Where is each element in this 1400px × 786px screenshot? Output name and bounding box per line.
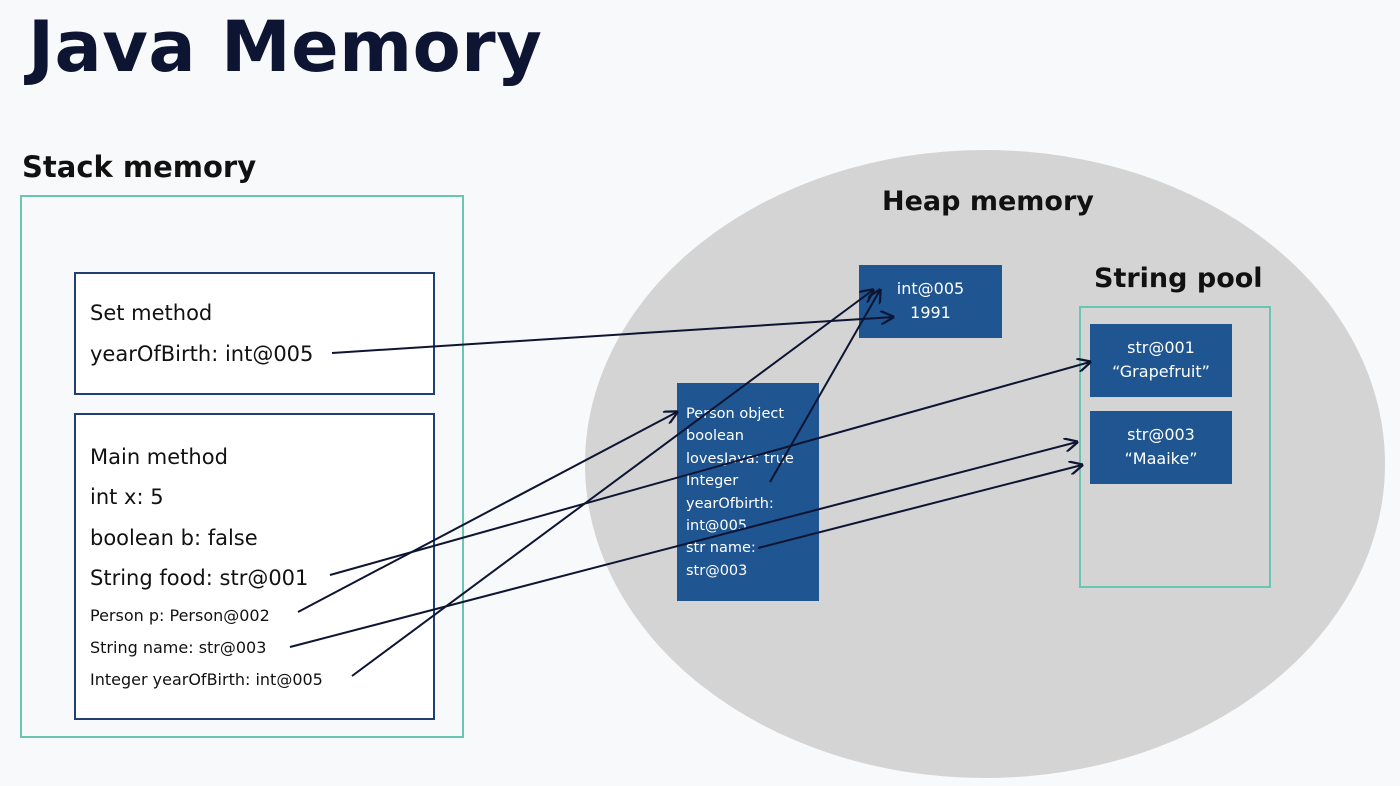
string-pool-ref: str@003 xyxy=(1127,425,1195,444)
string-pool-entry-grapefruit: str@001 “Grapefruit” xyxy=(1090,324,1232,397)
int-object-box: int@005 1991 xyxy=(859,265,1002,338)
string-pool-value: “Grapefruit” xyxy=(1112,362,1210,381)
main-method-var-x: int x: 5 xyxy=(90,485,164,509)
arrow-food-to-grapefruit xyxy=(329,362,1090,576)
arrow-person-yearofbirth-to-int xyxy=(769,290,880,483)
page-title: Java Memory xyxy=(28,6,543,88)
person-object-line-6: int@005 xyxy=(686,518,748,535)
main-method-var-yearofbirth: Integer yearOfBirth: int@005 xyxy=(90,670,323,689)
arrow-person-to-person-object xyxy=(297,412,677,613)
main-method-title: Main method xyxy=(90,445,228,469)
main-method-var-b: boolean b: false xyxy=(90,526,258,550)
main-method-var-name: String name: str@003 xyxy=(90,638,267,657)
set-method-title: Set method xyxy=(90,301,213,325)
stack-memory-label: Stack memory xyxy=(22,150,257,184)
main-method-var-food: String food: str@001 xyxy=(90,566,309,590)
arrow-name-to-maaike xyxy=(289,442,1077,648)
int-object-value: 1991 xyxy=(910,303,951,322)
set-method-var-yearofbirth: yearOfBirth: int@005 xyxy=(90,342,314,366)
int-object-ref: int@005 xyxy=(896,279,965,298)
set-method-box: Set method yearOfBirth: int@005 xyxy=(74,272,435,395)
person-object-line-3: lovesJava: true xyxy=(686,450,794,467)
person-object-line-7: str name: xyxy=(686,540,756,557)
string-pool-ref: str@001 xyxy=(1127,338,1195,357)
person-object-line-5: yearOfbirth: xyxy=(686,495,774,512)
arrow-set-yearofbirth-to-int xyxy=(331,317,893,354)
string-pool-value: “Maaike” xyxy=(1124,449,1198,468)
heap-memory-label: Heap memory xyxy=(882,186,1094,217)
string-pool-entry-maaike: str@003 “Maaike” xyxy=(1090,411,1232,484)
arrow-person-name-to-maaike xyxy=(757,465,1082,549)
stack-memory-frame xyxy=(20,195,464,738)
main-method-var-p: Person p: Person@002 xyxy=(90,606,270,625)
person-object-box: Person object boolean lovesJava: true In… xyxy=(677,383,819,601)
person-object-line-4: Integer xyxy=(686,473,739,490)
arrow-main-yearofbirth-to-int xyxy=(351,290,873,677)
person-object-line-8: str@003 xyxy=(686,562,748,579)
main-method-box: Main method int x: 5 boolean b: false St… xyxy=(74,413,435,720)
person-object-line-2: boolean xyxy=(686,428,744,445)
string-pool-label: String pool xyxy=(1094,263,1263,294)
